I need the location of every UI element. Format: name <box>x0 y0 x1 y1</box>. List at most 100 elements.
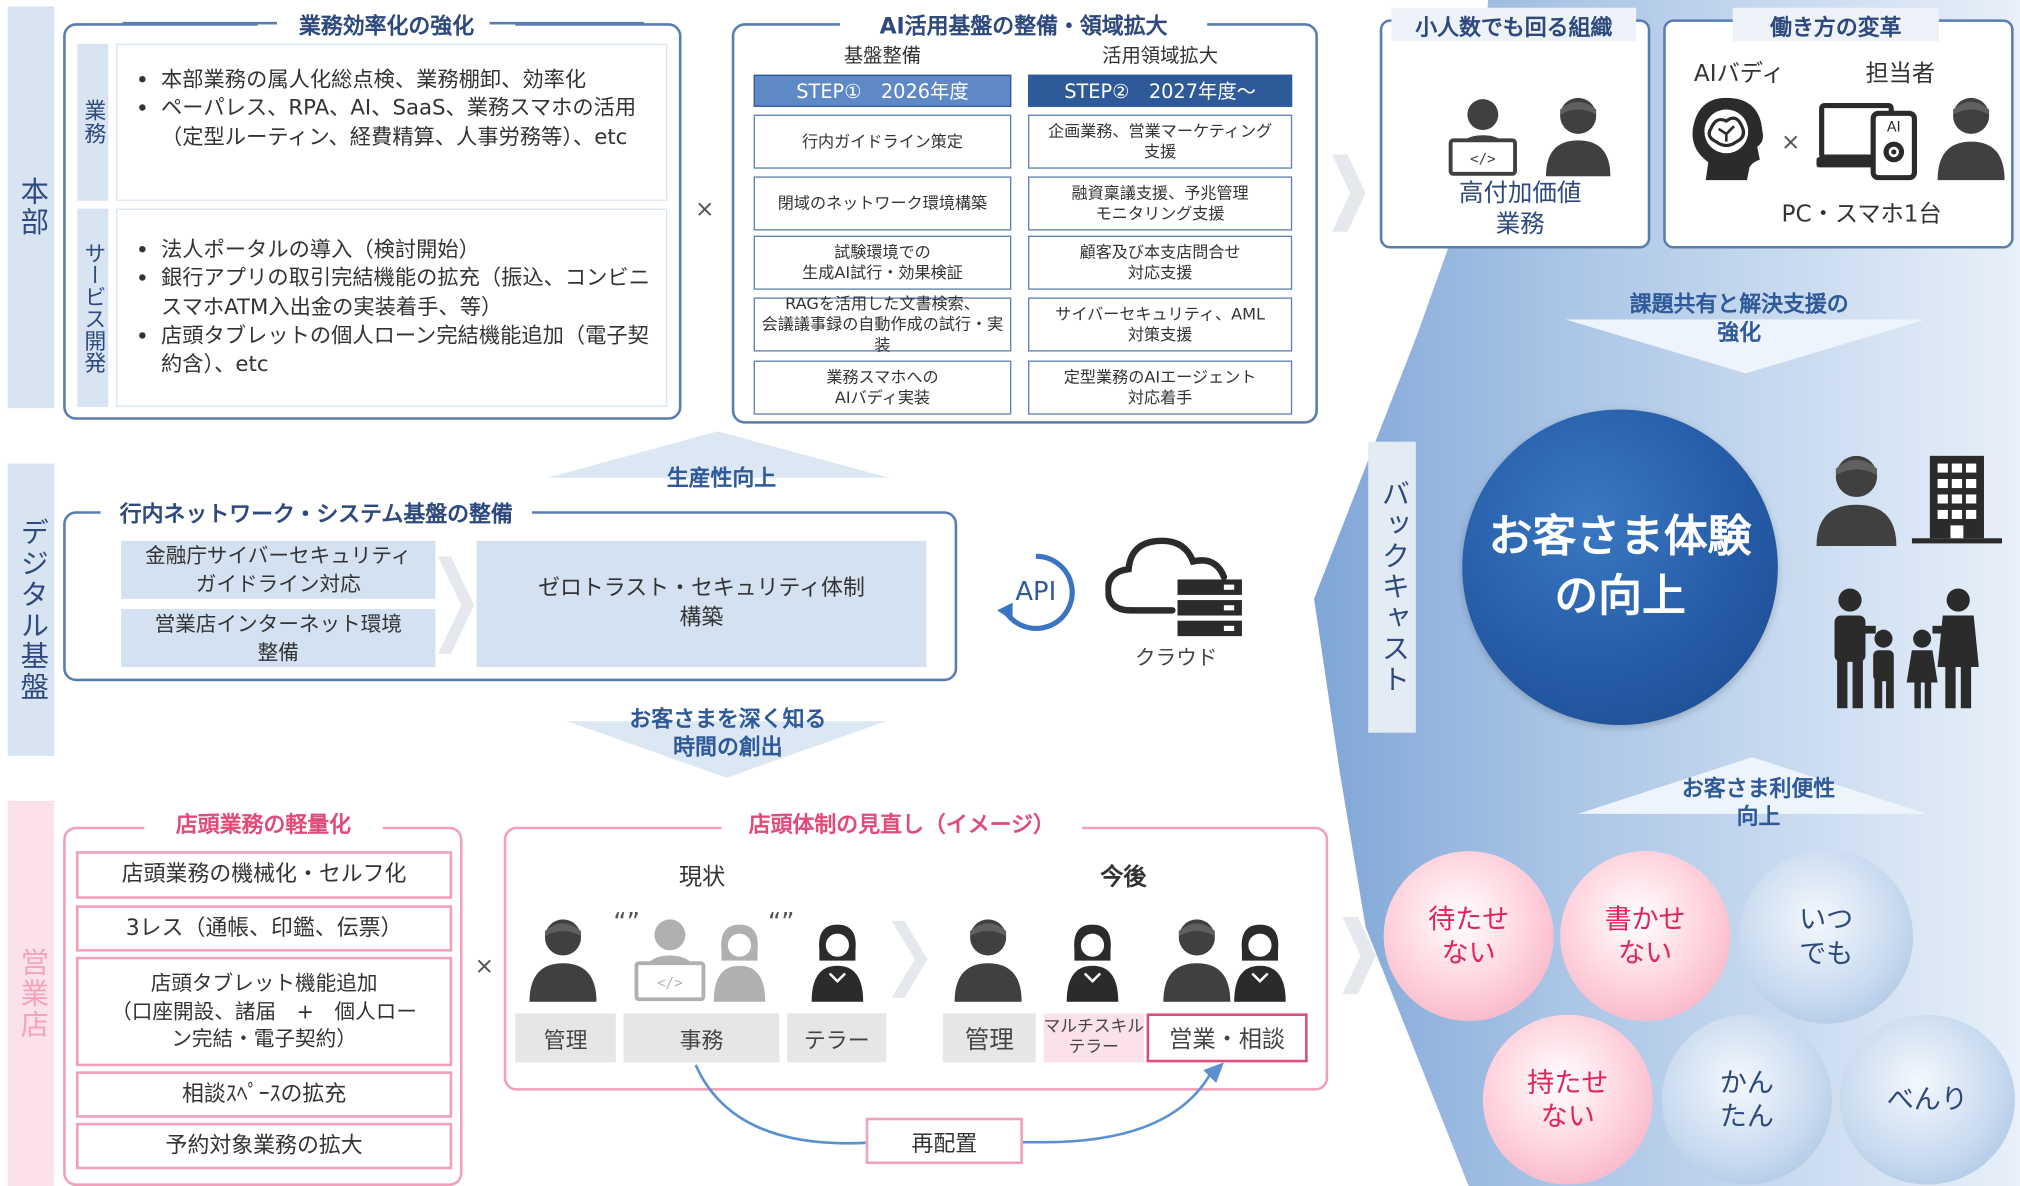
future-manager-icon <box>953 917 1023 1002</box>
gyomu-list-box: 本部業務の属人化総点検、業務棚卸、効率化 ペーパレス、RPA、AI、SaaS、業… <box>115 43 668 201</box>
small-org-title: 小人数でも回る組織 <box>1391 7 1637 42</box>
ai-col2-item: 定型業務のAIエージェント 対応着手 <box>1028 360 1293 415</box>
bubble-benri: べんり <box>1839 1014 2015 1185</box>
customer-time-arrow <box>566 721 887 778</box>
svg-text:</>: </> <box>657 976 683 992</box>
network-chevron <box>438 556 475 655</box>
bubble-motasenai: 持たせ ない <box>1482 1014 1653 1185</box>
ai-tag: AI <box>1886 117 1901 135</box>
cloud-server-icon <box>1105 531 1247 639</box>
ai-col1-item: RAGを活用した文書検索、 会議議事録の自動作成の試行・実装 <box>753 293 1012 354</box>
gyomu-efficiency-panel <box>63 23 682 420</box>
times-symbol: × <box>694 195 715 223</box>
col1-header: 基盤整備 <box>843 43 922 67</box>
api-label: API <box>1015 575 1057 607</box>
section-label-digital: デジタル基盤 <box>7 463 55 756</box>
store-internet-box: 営業店インターネット環境 整備 <box>121 609 436 668</box>
ai-col1-item: 業務スマホへの AIバディ実装 <box>753 360 1012 415</box>
ai-col1-item: 行内ガイドライン策定 <box>753 114 1012 169</box>
device-label: PC・スマホ1台 <box>1781 200 1942 228</box>
store-times-symbol: × <box>474 952 495 980</box>
api-icon <box>995 551 1077 633</box>
service-label: サービス開発 <box>77 208 109 407</box>
ai-col2-item: 融資稟議支援、予兆管理 モニタリング支援 <box>1028 176 1293 231</box>
role-sales-consult: 営業・相談 <box>1146 1013 1308 1063</box>
zero-trust-box: ゼロトラスト・セキュリティ体制 構築 <box>476 540 927 668</box>
role-kanri-future: 管理 <box>943 1013 1036 1063</box>
teller-female-icon <box>809 922 866 1002</box>
quote-left: “” <box>613 906 640 938</box>
col2-header: 活用領域拡大 <box>1102 43 1219 67</box>
tanto-label: 担当者 <box>1865 60 1936 88</box>
current-label: 現状 <box>678 864 726 892</box>
gyomu-efficiency-title: 業務効率化の強化 <box>257 9 516 39</box>
gyomu-item: 本部業務の属人化総点検、業務棚卸、効率化 <box>161 66 653 95</box>
store-chevron <box>891 920 928 998</box>
store-light-title: 店頭業務の軽量化 <box>144 806 383 838</box>
convenience-label: お客さま利便性 向上 <box>1681 776 1836 831</box>
ai-col2-item: サイバーセキュリティ、AML 対策支援 <box>1028 297 1293 352</box>
consult-female-icon <box>1232 922 1289 1002</box>
future-label: 今後 <box>1100 864 1147 892</box>
service-item: 店頭タブレットの個人ローン完結機能追加（電子契約含）、etc <box>161 322 653 379</box>
store-light-item: 店頭タブレット機能追加 （口座開設、諸届 + 個人ロー ン完結・電子契約） <box>76 956 453 1067</box>
svg-text:</>: </> <box>1470 152 1496 168</box>
bubble-matasenai: 待たせ ない <box>1383 851 1554 1022</box>
role-kanri-current: 管理 <box>515 1013 616 1063</box>
bubble-kantan: かん たん <box>1661 1014 1832 1185</box>
network-title: 行内ネットワーク・システム基盤の整備 <box>100 495 533 527</box>
step1-badge: STEP① 2026年度 <box>753 74 1012 107</box>
section-label-honbu: 本部 <box>7 6 55 409</box>
issue-share-label: 課題共有と解決支援の 強化 <box>1629 292 1849 347</box>
service-list: 法人ポータルの導入（検討開始） 銀行アプリの取引完結機能の拡充（振込、コンビニス… <box>117 210 666 379</box>
fsa-guideline-box: 金融庁サイバーセキュリティ ガイドライン対応 <box>121 540 436 599</box>
gyomu-item: ペーパレス、RPA、AI、SaaS、業務スマホの活用（定型ルーティン、経費精算、… <box>161 94 653 151</box>
step2-badge: STEP② 2027年度～ <box>1028 74 1293 107</box>
clerk-female-icon <box>711 922 768 1002</box>
ai-platform-title: AI活用基盤の整備・領域拡大 <box>839 9 1208 39</box>
cloud-label: クラウド <box>1134 645 1218 670</box>
quote-right: “” <box>767 906 795 938</box>
section-label-store: 営業店 <box>7 800 55 1186</box>
productivity-label: 生産性向上 <box>666 465 777 492</box>
backcast-label: バックキャスト <box>1368 441 1416 733</box>
customer-person-icon <box>1814 453 1899 546</box>
ai-col2-item: 企画業務、営業マーケティング 支援 <box>1028 114 1293 169</box>
store-light-item: 3レス（通帳、印鑑、伝票） <box>76 905 453 952</box>
bubble-itsudemo: いつ でも <box>1739 849 1914 1024</box>
store-light-item: 予約対象業務の拡大 <box>76 1122 453 1170</box>
pc-smartphone-icon <box>1816 100 1920 181</box>
tanto-person-icon <box>1935 95 2007 181</box>
service-item: 法人ポータルの導入（検討開始） <box>161 236 653 265</box>
role-jimu: 事務 <box>623 1013 780 1063</box>
customer-experience-circle: お客さま体験 の向上 <box>1462 409 1778 725</box>
family-icon <box>1829 587 1979 711</box>
issue-share-arrow <box>1565 319 1927 374</box>
store-light-item: 相談ｽﾍﾟｰｽの拡充 <box>76 1071 453 1118</box>
multiskill-teller-icon <box>1064 922 1121 1002</box>
ai-col1-item: 閉域のネットワーク環境構築 <box>753 176 1012 231</box>
store-system-title: 店頭体制の見直し（イメージ） <box>721 806 1083 838</box>
building-icon <box>1911 453 2003 546</box>
small-org-panel <box>1379 19 1651 249</box>
service-list-box: 法人ポータルの導入（検討開始） 銀行アプリの取引完結機能の拡充（振込、コンビニス… <box>115 208 668 407</box>
small-org-caption: 高付加価値 業務 <box>1458 179 1582 239</box>
clerk-pc-icon: </> <box>631 917 708 1002</box>
store-light-item: 店頭業務の機械化・セルフ化 <box>76 851 453 899</box>
work-style-title: 働き方の変革 <box>1732 7 1939 42</box>
developer-person-icon: </> <box>1445 97 1520 177</box>
ai-col2-item: 顧客及び本支店問合せ 対応支援 <box>1028 235 1293 290</box>
bubble-kakasenai: 書かせ ない <box>1560 851 1731 1022</box>
ai-col1-item: 試験環境での 生成AI試行・効果検証 <box>753 235 1012 290</box>
ai-buddy-label: AIバディ <box>1693 60 1785 88</box>
productivity-arrow <box>547 431 889 478</box>
gyomu-list: 本部業務の属人化総点検、業務棚卸、効率化 ペーパレス、RPA、AI、SaaS、業… <box>117 45 666 152</box>
convenience-arrow <box>1578 757 1927 814</box>
sales-person-icon <box>1162 917 1232 1002</box>
customer-time-label: お客さまを深く知る 時間の創出 <box>629 706 827 762</box>
reassign-label: 再配置 <box>865 1117 1023 1165</box>
person-icon <box>1541 97 1616 177</box>
role-teller: テラー <box>787 1013 887 1063</box>
ai-brain-head-icon <box>1688 95 1768 181</box>
service-item: 銀行アプリの取引完結機能の拡充（振込、コンビニスマホATM入出金の実装着手、等） <box>161 264 653 321</box>
